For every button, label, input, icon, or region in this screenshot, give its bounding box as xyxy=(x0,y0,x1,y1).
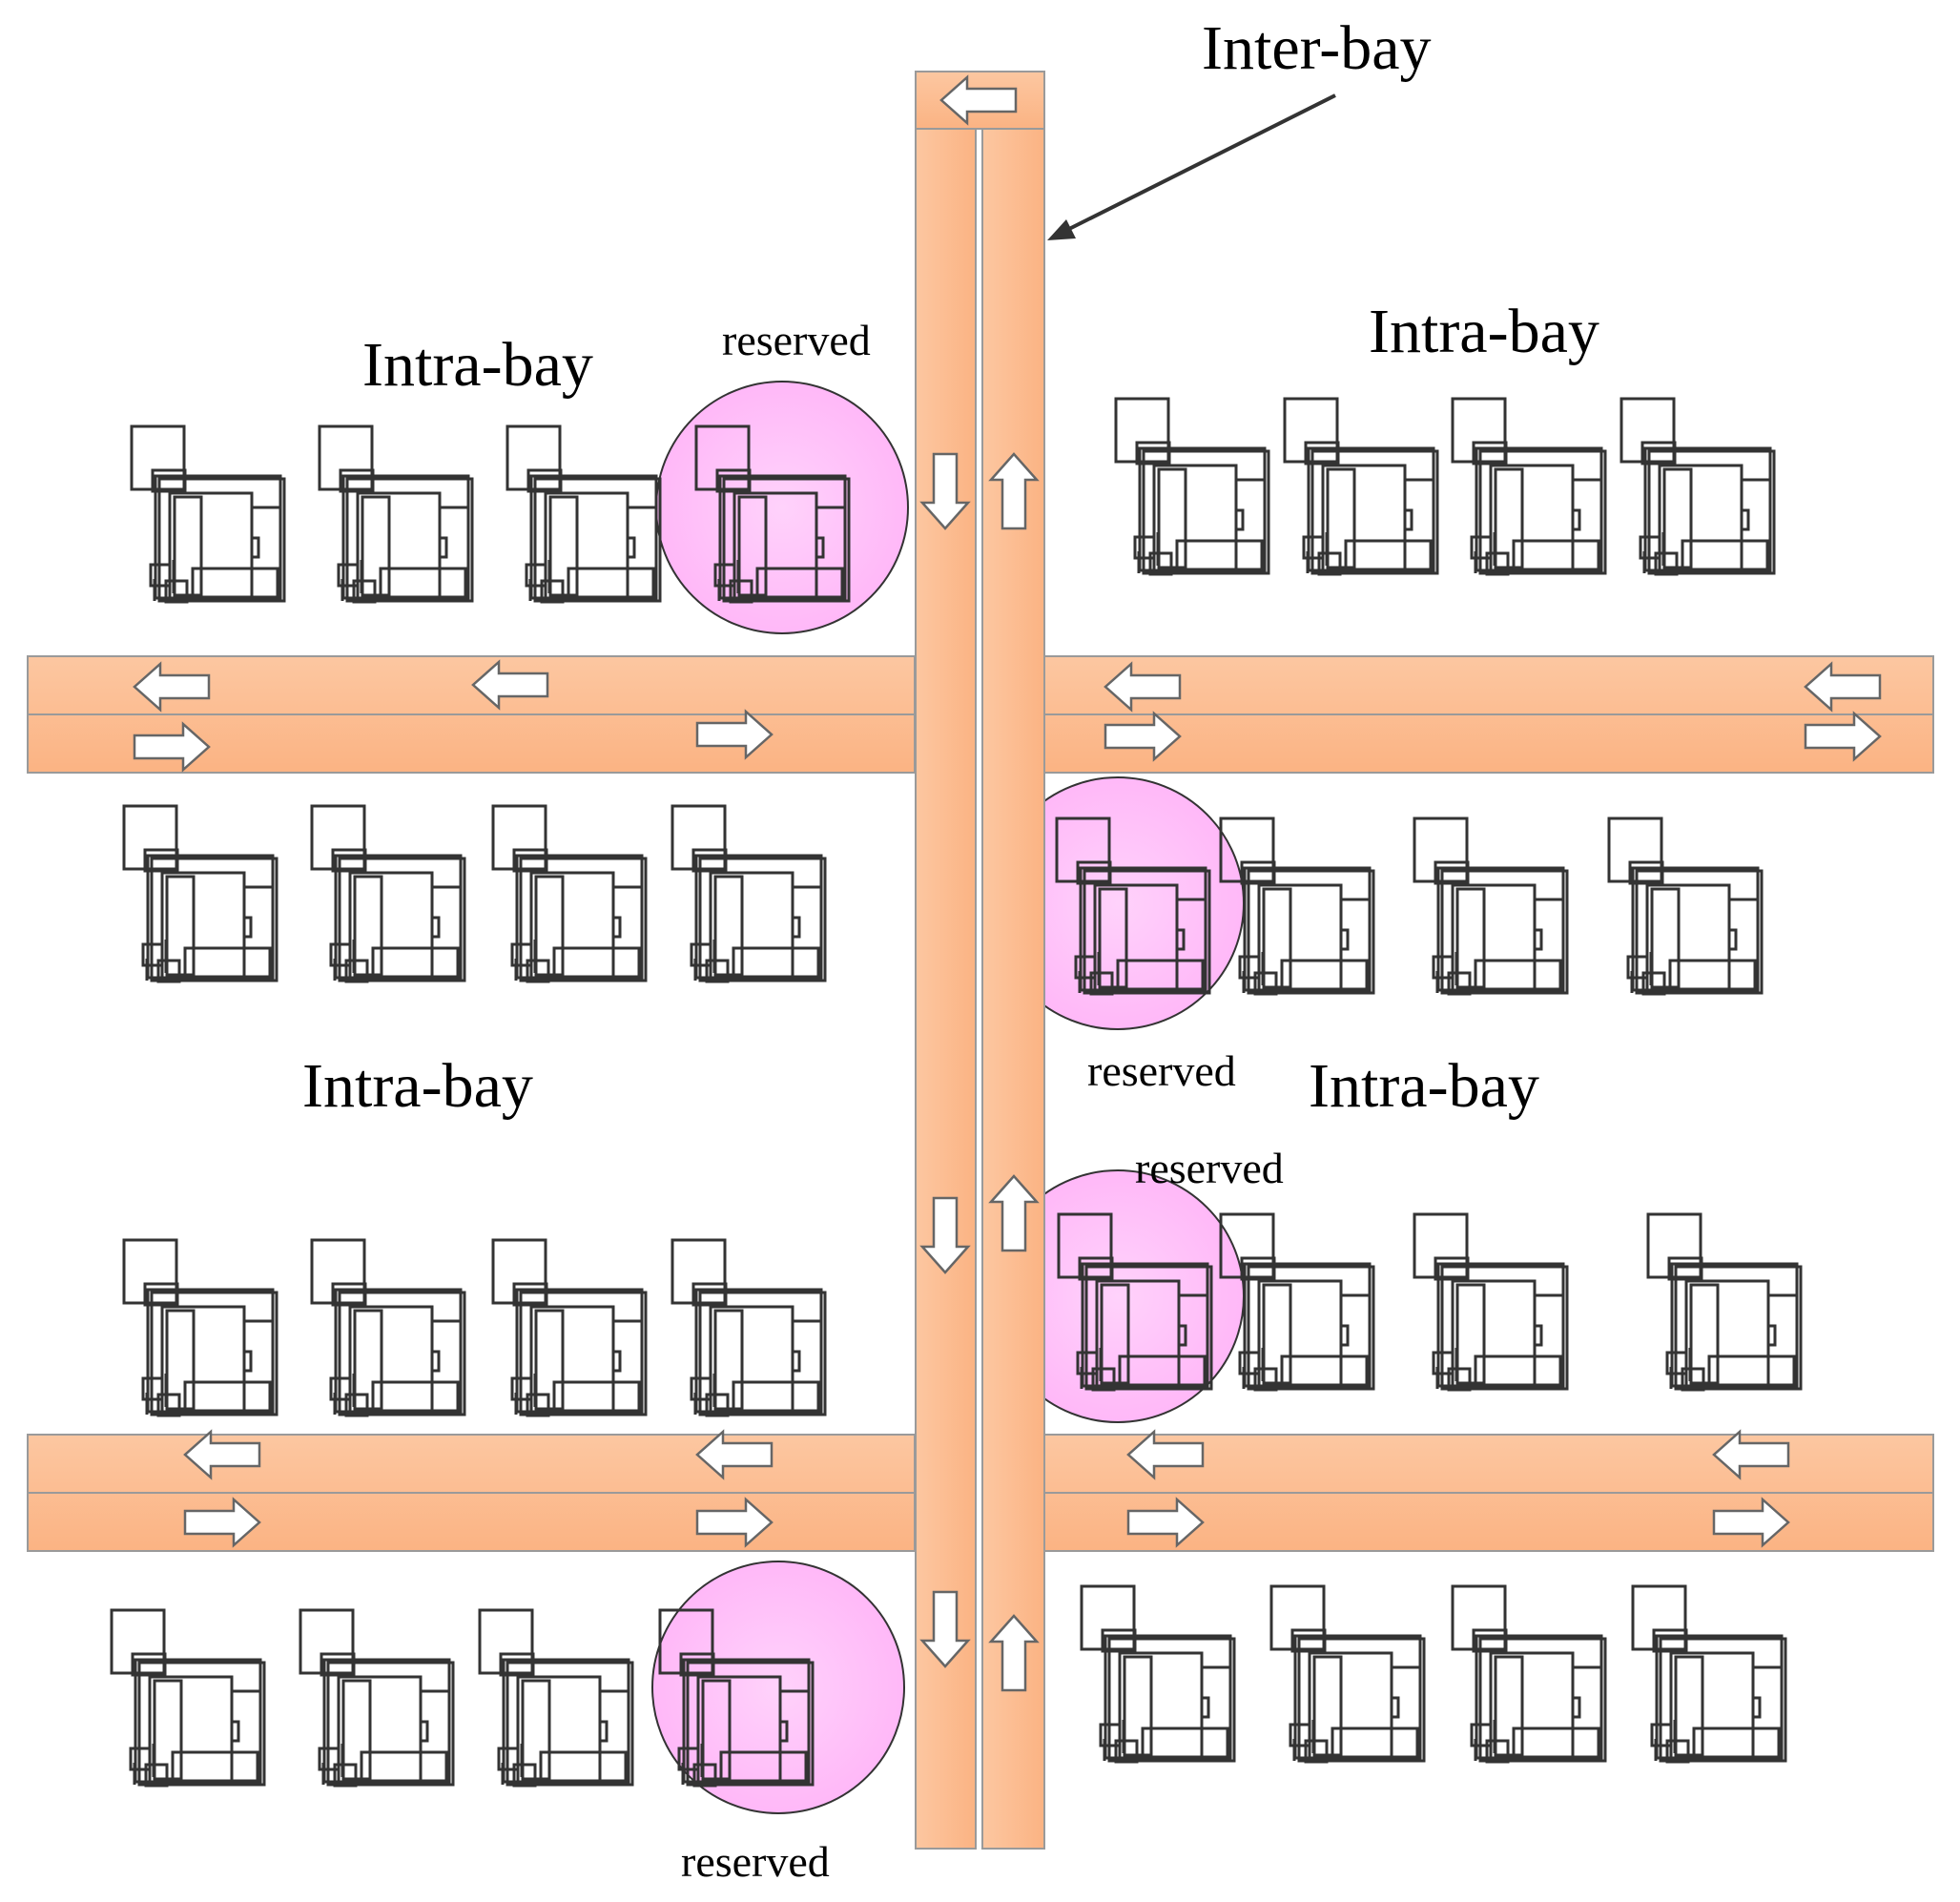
tool-machine xyxy=(310,1238,466,1417)
direction-arrow-left xyxy=(939,74,1018,126)
reserved-label-bottom-left: reserved xyxy=(681,1837,830,1886)
reserved-zone-top-left xyxy=(655,381,909,634)
tool-machine xyxy=(1631,1584,1787,1764)
tool-machine xyxy=(694,424,851,604)
tool-machine xyxy=(671,1238,827,1417)
direction-arrow-right xyxy=(133,721,211,773)
direction-arrow-down xyxy=(919,452,971,530)
tool-machine xyxy=(491,1238,648,1417)
tool-machine xyxy=(318,424,474,604)
reserved-label-top-left: reserved xyxy=(722,316,871,364)
direction-arrow-up xyxy=(988,1614,1040,1692)
tool-machine xyxy=(1607,817,1764,996)
direction-arrow-right xyxy=(183,1497,261,1548)
direction-arrow-left xyxy=(1104,661,1182,713)
tool-machine xyxy=(1283,397,1439,576)
reserved-label-lower-right: reserved xyxy=(1135,1144,1284,1192)
direction-arrow-right xyxy=(1126,1497,1205,1548)
tool-machine xyxy=(1451,1584,1607,1764)
tool-machine xyxy=(1080,1584,1236,1764)
tool-machine xyxy=(130,424,286,604)
direction-arrow-left xyxy=(1126,1429,1205,1480)
intra-bay-label-bottom-left: Intra-bay xyxy=(302,1051,533,1121)
tool-machine xyxy=(1055,817,1211,996)
tool-machine xyxy=(1057,1212,1213,1392)
tool-machine xyxy=(478,1608,634,1788)
reserved-zone-bottom-left xyxy=(651,1561,905,1814)
direction-arrow-down xyxy=(919,1196,971,1274)
direction-arrow-left xyxy=(1712,1429,1790,1480)
direction-arrow-left xyxy=(1804,661,1882,713)
direction-arrow-down xyxy=(919,1590,971,1668)
intra-bay-label-top-right: Intra-bay xyxy=(1369,297,1599,366)
direction-arrow-left xyxy=(183,1429,261,1480)
intra-bay-label-top-left: Intra-bay xyxy=(362,330,593,400)
reserved-label-mid-right: reserved xyxy=(1087,1046,1236,1095)
tool-machine xyxy=(491,804,648,983)
tool-machine xyxy=(671,804,827,983)
tool-machine xyxy=(1413,1212,1569,1392)
tool-machine xyxy=(1451,397,1607,576)
direction-arrow-right xyxy=(1104,711,1182,762)
tool-machine xyxy=(1646,1212,1803,1392)
tool-machine xyxy=(122,1238,279,1417)
tool-machine xyxy=(299,1608,455,1788)
tool-machine xyxy=(1620,397,1776,576)
tool-machine xyxy=(1219,817,1375,996)
tool-machine xyxy=(505,424,662,604)
inter-bay-track-right-lane xyxy=(981,128,1045,1850)
intra-bay-label-bottom-right: Intra-bay xyxy=(1309,1051,1539,1121)
tool-machine xyxy=(122,804,279,983)
direction-arrow-right xyxy=(1804,711,1882,762)
inter-bay-label: Inter-bay xyxy=(1202,13,1432,83)
inter-bay-track-left-lane xyxy=(915,128,977,1850)
direction-arrow-up xyxy=(988,452,1040,530)
tool-machine xyxy=(1114,397,1270,576)
direction-arrow-right xyxy=(695,1497,774,1548)
tool-machine xyxy=(310,804,466,983)
direction-arrow-up xyxy=(988,1174,1040,1252)
tool-machine xyxy=(110,1608,266,1788)
inter-bay-pointer-arrow xyxy=(1047,93,1336,240)
direction-arrow-left xyxy=(133,661,211,713)
tool-machine xyxy=(658,1608,815,1788)
direction-arrow-right xyxy=(695,709,774,760)
tool-machine xyxy=(1269,1584,1426,1764)
direction-arrow-left xyxy=(695,1429,774,1480)
direction-arrow-right xyxy=(1712,1497,1790,1548)
direction-arrow-left xyxy=(471,659,549,711)
tool-machine xyxy=(1219,1212,1375,1392)
tool-machine xyxy=(1413,817,1569,996)
